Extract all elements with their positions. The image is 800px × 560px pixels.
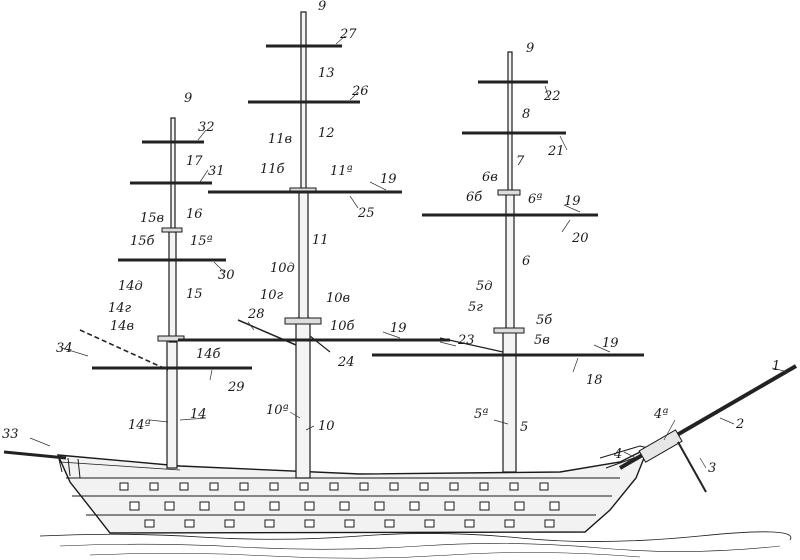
- label-2: 2: [735, 417, 744, 432]
- leader-lines: [29, 35, 789, 469]
- label-13: 13: [318, 66, 335, 81]
- label-34: 34: [56, 341, 73, 356]
- label-22: 22: [543, 89, 561, 104]
- label-6a: 6ª: [528, 192, 542, 207]
- label-32: 32: [198, 120, 215, 135]
- label-14b: 14б: [196, 347, 221, 362]
- label-14a: 14ª: [128, 418, 151, 433]
- label-9-mizzen: 9: [184, 91, 192, 106]
- label-3: 3: [708, 461, 716, 476]
- label-10a: 10ª: [266, 403, 289, 418]
- label-11b: 11б: [260, 162, 285, 177]
- label-5v: 5в: [534, 333, 550, 348]
- label-1: 1: [772, 359, 780, 374]
- bowsprit: [618, 364, 798, 493]
- label-5: 5: [520, 420, 528, 435]
- label-27: 27: [339, 27, 357, 42]
- label-30: 30: [218, 268, 235, 283]
- label-7: 7: [516, 154, 525, 169]
- label-11a: 11ª: [330, 164, 353, 179]
- label-31: 31: [208, 164, 225, 179]
- water-lines: [39, 531, 792, 559]
- label-20: 20: [571, 231, 589, 246]
- label-12: 12: [318, 126, 335, 141]
- label-18: 18: [586, 373, 603, 388]
- mizzen-mast: [79, 117, 252, 469]
- label-6v: 6в: [482, 170, 498, 185]
- label-28: 28: [247, 307, 265, 322]
- label-17: 17: [186, 154, 203, 169]
- label-4a: 4ª: [653, 407, 668, 422]
- label-11: 11: [312, 233, 329, 248]
- label-5b: 5б: [536, 313, 552, 328]
- label-14g: 14г: [108, 301, 132, 316]
- label-5g: 5г: [468, 300, 483, 315]
- label-10v: 10в: [326, 291, 350, 306]
- label-9-main: 9: [318, 0, 326, 14]
- label-9-fore: 9: [526, 41, 534, 56]
- label-14d: 14д: [118, 279, 143, 294]
- label-4: 4: [613, 447, 622, 462]
- label-10: 10: [318, 419, 335, 434]
- label-15: 15: [186, 287, 203, 302]
- label-16: 16: [186, 207, 203, 222]
- label-5a: 5ª: [474, 407, 488, 422]
- label-15v: 15в: [140, 211, 164, 226]
- fore-mast: [372, 51, 644, 473]
- gun-ports: [119, 482, 560, 528]
- label-23: 23: [457, 333, 475, 348]
- part-labels: 1 2 3 4 4ª 5 5ª 5б 5в 5г 5д 6 6ª 6б 6в 7…: [2, 0, 780, 476]
- label-19-main-lower: 19: [390, 321, 407, 336]
- label-10d: 10д: [270, 261, 295, 276]
- label-11v: 11в: [268, 132, 292, 147]
- label-19-main-upper: 19: [380, 172, 397, 187]
- label-6b: 6б: [466, 190, 482, 205]
- label-33: 33: [2, 427, 19, 442]
- label-25: 25: [357, 206, 375, 221]
- label-26: 26: [351, 84, 369, 99]
- label-24: 24: [337, 355, 355, 370]
- label-21: 21: [547, 144, 565, 159]
- label-10b: 10б: [330, 319, 355, 334]
- label-19-fore-upper: 19: [564, 194, 581, 209]
- label-29: 29: [227, 380, 245, 395]
- label-19-fore-lower: 19: [602, 336, 619, 351]
- label-14: 14: [190, 407, 207, 422]
- label-15b: 15б: [130, 234, 155, 249]
- label-14v: 14в: [110, 319, 134, 334]
- hull: [56, 445, 650, 534]
- label-5d: 5д: [476, 279, 493, 294]
- label-8: 8: [522, 107, 530, 122]
- label-15a: 15ª: [190, 234, 213, 249]
- label-6: 6: [522, 254, 530, 269]
- label-10g: 10г: [260, 288, 284, 303]
- main-mast: [178, 11, 450, 479]
